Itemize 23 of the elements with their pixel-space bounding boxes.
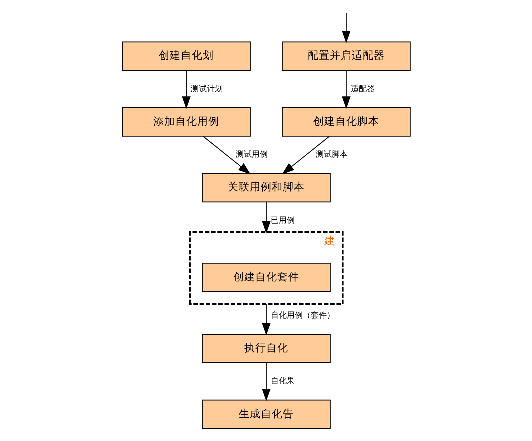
arrow (342, 12, 350, 44)
node-box: 执行自化 (202, 334, 330, 364)
edge-label: 自化用例（套件） (270, 310, 334, 320)
arrow (182, 70, 190, 110)
node-box: 创建自化套件 (202, 263, 330, 292)
node-box: 添加自化用例 (122, 108, 250, 137)
edge-label: 测试脚本 (316, 150, 348, 160)
arrow (262, 362, 270, 402)
edge-label: 自化果 (270, 376, 294, 386)
node-box: 关联用例和脚本 (202, 173, 330, 203)
arrow (342, 70, 350, 110)
arrow (202, 136, 250, 175)
node-box: 创建自化划 (122, 42, 250, 72)
node-box: 创建自化脚本 (282, 108, 410, 137)
arrow (262, 304, 270, 336)
edge-label: 测试用例 (236, 150, 268, 160)
arrow (282, 136, 330, 175)
node-box: 生成自化告 (202, 400, 330, 430)
edge-label: 已用例 (270, 216, 294, 225)
arrow (262, 202, 270, 234)
edge-label: 测试计划 (190, 84, 222, 94)
node-box: 配置并启适配器 (282, 42, 410, 72)
edge-label: 适配器 (350, 84, 374, 94)
